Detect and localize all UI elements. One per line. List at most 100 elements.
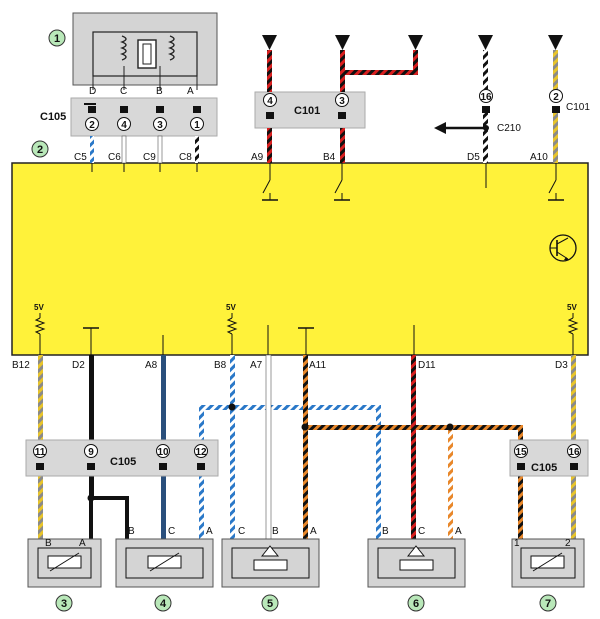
svg-text:A7: A7 — [250, 360, 263, 371]
connector-c105-bottom-left: C105 11 9 10 12 — [25, 439, 219, 477]
svg-text:5V: 5V — [567, 303, 577, 312]
svg-text:B: B — [272, 526, 279, 537]
marker-2: 2 — [31, 140, 49, 158]
wires-top-middle — [267, 50, 418, 163]
ecu-top-pins: C5 C6 C9 C8 A9 B4 D5 A10 — [74, 152, 548, 163]
component-6-sensor: B C A — [367, 526, 466, 588]
pin-letters-top: D C B A — [89, 86, 194, 97]
pin-letter: A — [187, 86, 194, 97]
svg-text:2: 2 — [89, 120, 95, 131]
svg-text:2: 2 — [37, 144, 43, 156]
component-5-sensor: C B A — [221, 526, 320, 588]
svg-text:C105: C105 — [40, 111, 66, 123]
svg-text:1: 1 — [54, 33, 60, 45]
pin-letter: B — [156, 86, 163, 97]
svg-text:15: 15 — [515, 447, 527, 458]
svg-text:3: 3 — [61, 598, 67, 610]
svg-text:B4: B4 — [323, 152, 336, 163]
arrow-left-icon — [434, 122, 489, 134]
svg-text:16: 16 — [568, 447, 580, 458]
svg-text:B12: B12 — [12, 360, 30, 371]
svg-text:5: 5 — [267, 598, 273, 610]
connector-c105-top: C105 — [40, 97, 218, 137]
svg-text:C105: C105 — [531, 462, 557, 474]
component-4-sensor: B C A — [115, 526, 214, 588]
ecu-internal-switches — [91, 163, 564, 201]
svg-text:4: 4 — [267, 96, 273, 107]
component-1-relay — [72, 12, 218, 90]
svg-text:10: 10 — [157, 447, 169, 458]
svg-text:C: C — [238, 526, 245, 537]
svg-text:5V: 5V — [34, 303, 44, 312]
svg-text:9: 9 — [88, 447, 94, 458]
svg-text:16: 16 — [480, 92, 492, 103]
marker-3: 3 — [55, 594, 73, 612]
svg-text:D3: D3 — [555, 360, 568, 371]
pin-c105-2: 2 — [84, 103, 99, 131]
svg-text:A8: A8 — [145, 360, 158, 371]
marker-7: 7 — [539, 594, 557, 612]
connector-c105-bottom-right: C105 15 16 — [509, 439, 589, 477]
marker-6: 6 — [407, 594, 425, 612]
svg-text:1: 1 — [194, 120, 200, 131]
pin-c210-16: 16 — [479, 89, 493, 113]
component-7-sensor: 1 2 — [511, 538, 585, 588]
svg-text:A11: A11 — [309, 360, 326, 371]
svg-text:4: 4 — [121, 120, 127, 131]
ecu-bottom-pins: B12 D2 A8 B8 A7 A11 D11 D3 — [12, 360, 568, 371]
svg-text:A10: A10 — [530, 152, 548, 163]
wires-bottom — [38, 354, 576, 540]
svg-text:B: B — [382, 526, 389, 537]
marker-4: 4 — [154, 594, 172, 612]
svg-text:C: C — [418, 526, 425, 537]
svg-text:C9: C9 — [143, 152, 156, 163]
svg-text:B: B — [128, 526, 135, 537]
label-c101-right: C101 — [566, 102, 590, 113]
svg-text:3: 3 — [339, 96, 345, 107]
svg-text:A: A — [310, 526, 317, 537]
wires-top-right — [483, 50, 558, 163]
ecu-bottom-internals: 5V 5V 5V — [34, 303, 579, 355]
pin-letter: C — [120, 86, 127, 97]
svg-text:C8: C8 — [179, 152, 192, 163]
pin-c101-2: 2 — [549, 89, 563, 113]
pin-c105-3: 3 — [153, 106, 167, 131]
svg-text:D5: D5 — [467, 152, 480, 163]
svg-text:6: 6 — [413, 598, 419, 610]
svg-text:A: A — [455, 526, 462, 537]
svg-text:5V: 5V — [226, 303, 236, 312]
svg-text:3: 3 — [157, 120, 163, 131]
svg-text:C5: C5 — [74, 152, 87, 163]
pin-c105-4: 4 — [117, 106, 131, 131]
marker-5: 5 — [261, 594, 279, 612]
component-3-sensor: B A — [27, 538, 102, 588]
svg-text:C105: C105 — [110, 456, 136, 468]
antenna-icons — [262, 35, 563, 50]
svg-text:C101: C101 — [294, 105, 320, 117]
pin-letter: D — [89, 86, 96, 97]
svg-text:4: 4 — [160, 598, 167, 610]
svg-text:A9: A9 — [251, 152, 264, 163]
label-c210: C210 — [497, 123, 521, 134]
svg-text:C6: C6 — [108, 152, 121, 163]
svg-text:7: 7 — [545, 598, 551, 610]
top-pin-circles: 2 4 3 1 4 3 16 2 — [84, 89, 563, 131]
pin-c101-3: 3 — [335, 93, 349, 119]
ecu-box — [11, 162, 589, 356]
svg-text:1: 1 — [514, 538, 520, 549]
transistor-icon — [549, 234, 577, 262]
svg-text:2: 2 — [553, 92, 559, 103]
svg-text:A: A — [206, 526, 213, 537]
svg-text:12: 12 — [195, 447, 207, 458]
svg-text:B8: B8 — [214, 360, 227, 371]
svg-text:D11: D11 — [418, 360, 436, 371]
svg-text:11: 11 — [35, 447, 46, 458]
svg-text:B: B — [45, 538, 52, 549]
svg-text:C: C — [168, 526, 175, 537]
pin-c101-4: 4 — [263, 93, 277, 119]
svg-text:A: A — [79, 538, 86, 549]
svg-text:2: 2 — [565, 538, 571, 549]
pin-c105-1: 1 — [190, 106, 204, 131]
svg-text:D2: D2 — [72, 360, 85, 371]
